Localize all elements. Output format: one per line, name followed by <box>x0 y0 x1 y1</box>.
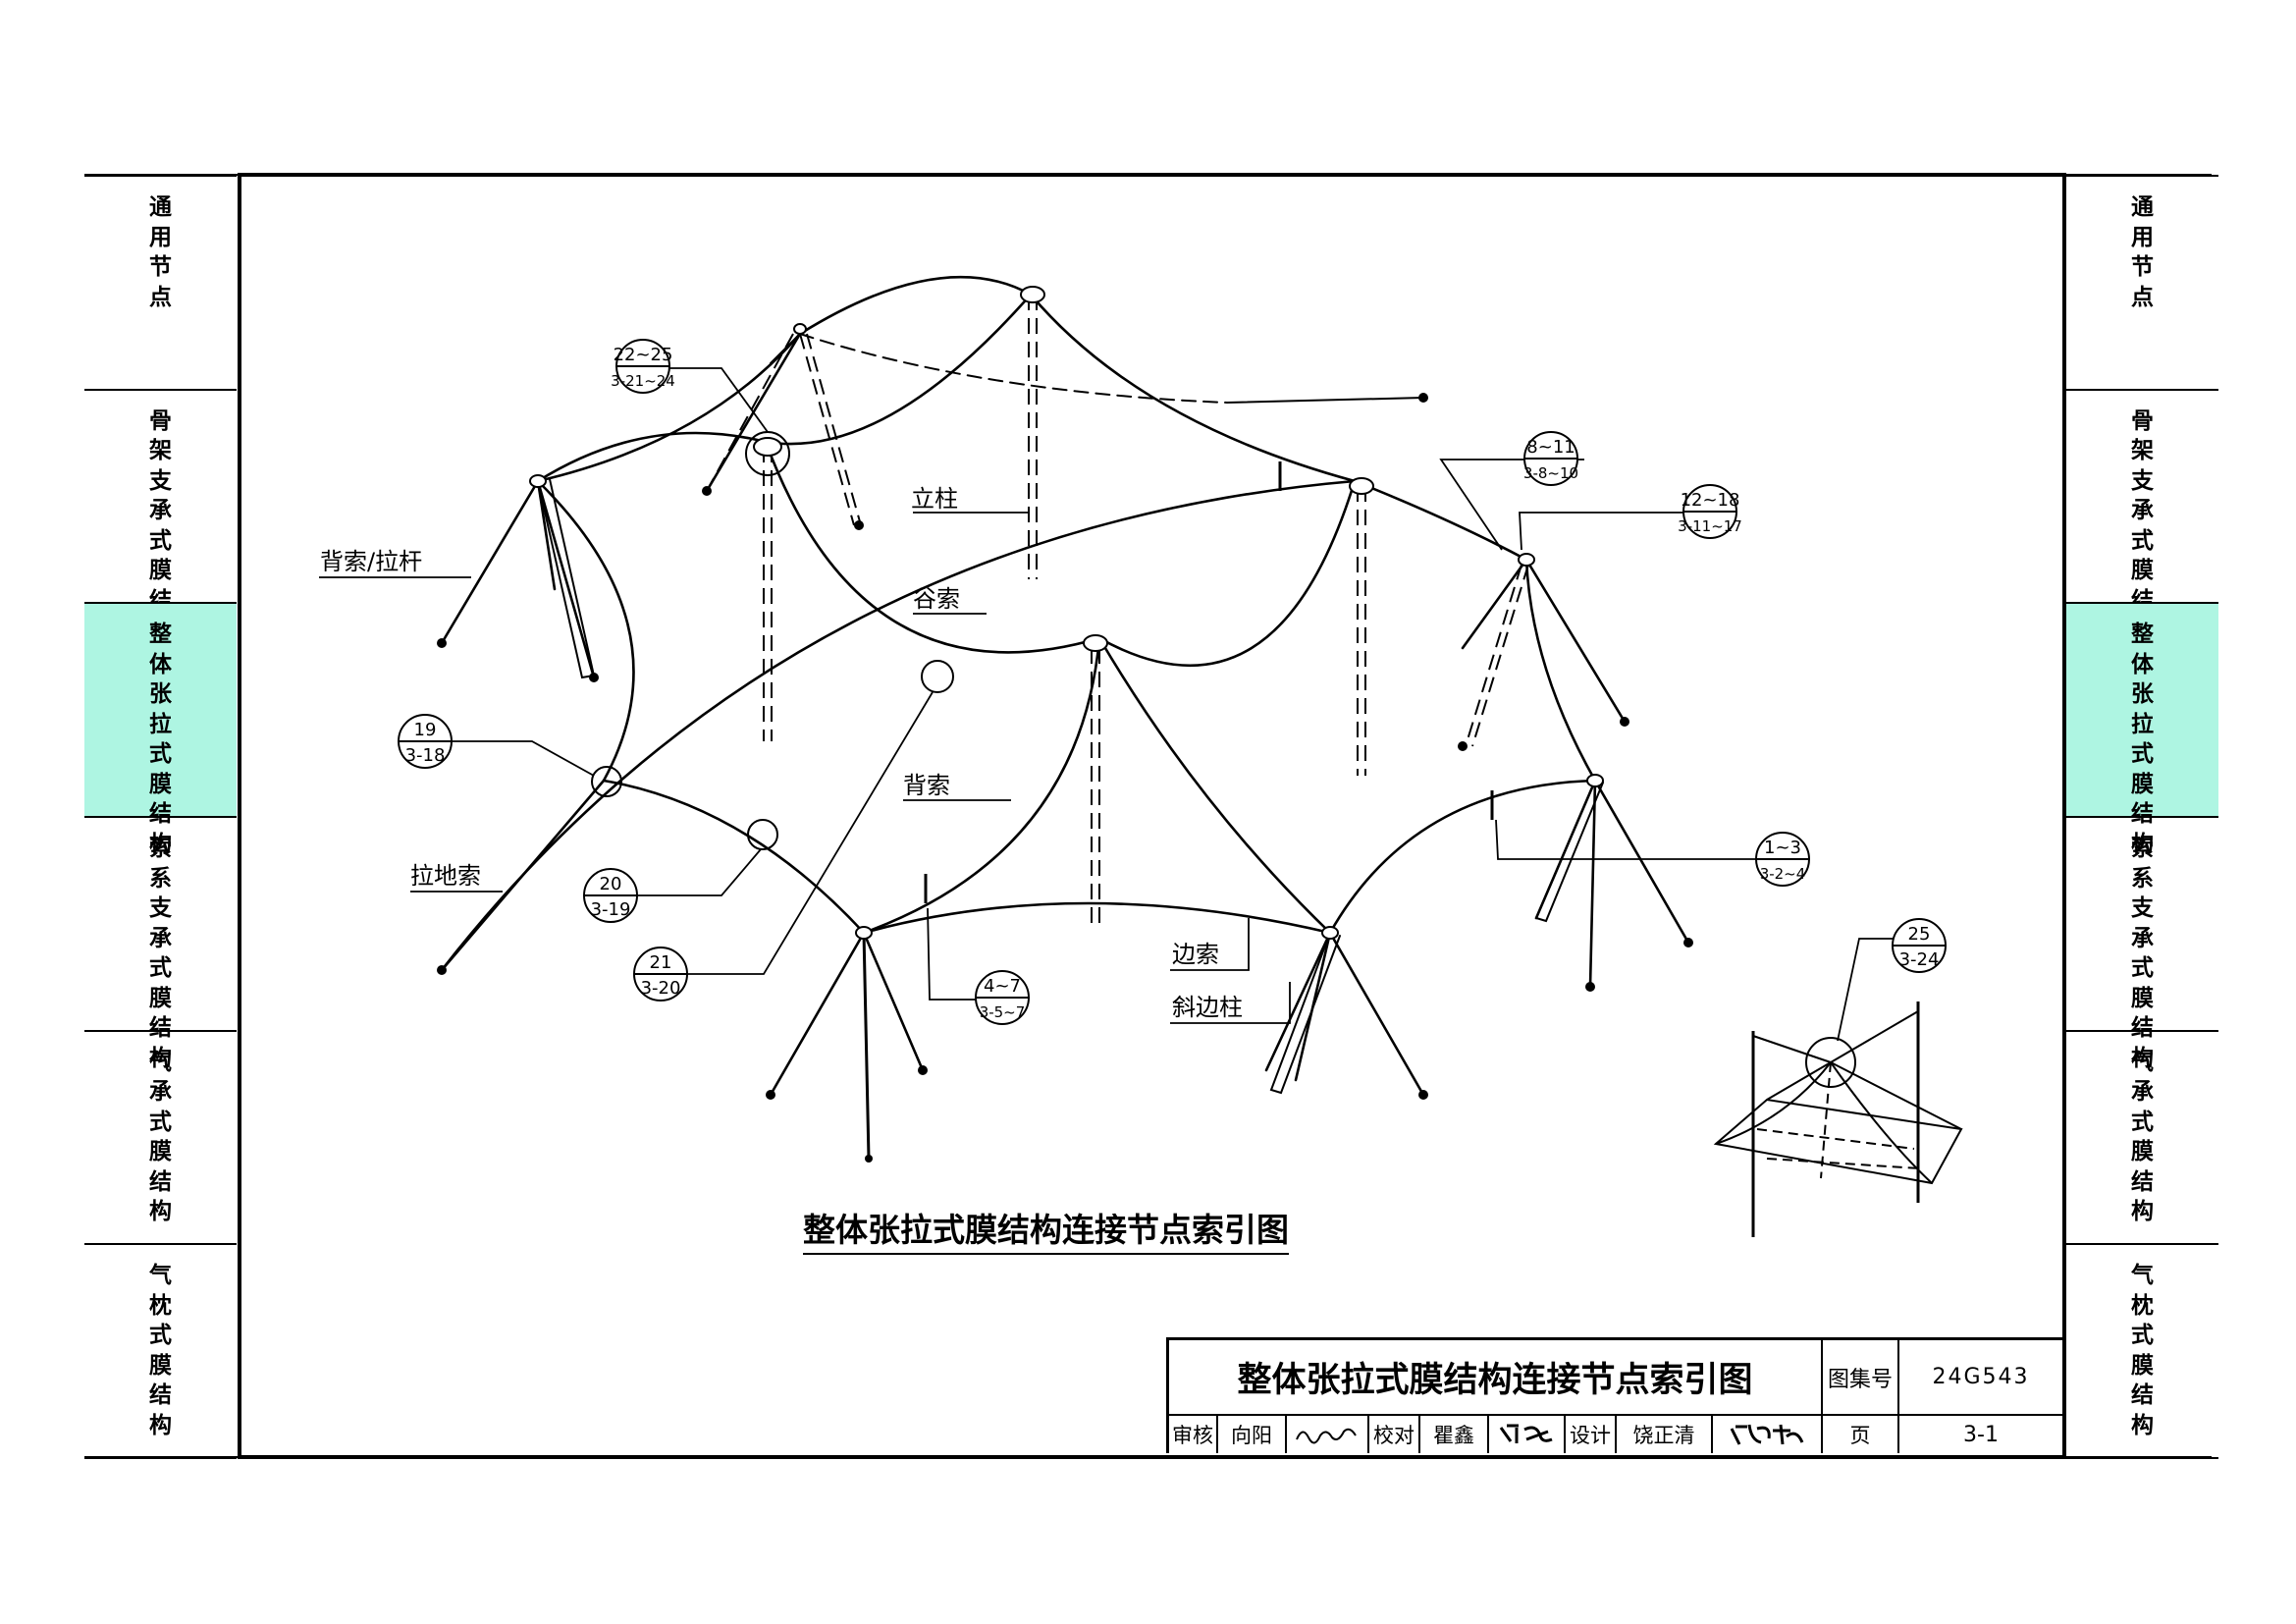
index-mark-25: 25 3-24 <box>1892 918 1947 973</box>
detail-circles <box>591 431 1856 1088</box>
index-mark-1-3: 1~3 3-2~4 <box>1755 832 1810 887</box>
index-mark-12-18: 12~18 3-11~17 <box>1678 484 1742 539</box>
title-block: 整体张拉式膜结构连接节点索引图 图集号 24G543 审核 向阳 校对 瞿鑫 设… <box>1166 1337 2062 1453</box>
index-marks: 22~25 3-21~24 8~11 3-8~10 12~18 3-11~17 … <box>398 339 1947 1025</box>
reviewer-signature-mark <box>1296 1428 1357 1444</box>
checker-signature <box>1489 1416 1566 1453</box>
side-tab-label: 骨架支承式膜结构 <box>149 407 172 644</box>
reviewer-name: 向阳 <box>1218 1416 1287 1453</box>
review-label: 审核 <box>1169 1416 1218 1453</box>
label-valley-cable: 谷索 <box>913 585 960 613</box>
side-tab-right-4[interactable]: 索系支承式膜结构 <box>2066 816 2218 1071</box>
checker-name: 瞿鑫 <box>1420 1416 1489 1453</box>
label-inclined-edge-column: 斜边柱 <box>1172 994 1243 1021</box>
page-number: 3-1 <box>1963 1422 1999 1447</box>
sheet-lines <box>84 173 2212 1459</box>
index-mark-4-7-bottom: 3-5~7 <box>980 1003 1026 1021</box>
index-mark-21: 21 3-20 <box>633 947 688 1001</box>
structure <box>440 275 1690 1161</box>
label-ground-cable: 拉地索 <box>410 862 481 890</box>
side-tab-right-6[interactable]: 气枕式膜结构 <box>2066 1243 2218 1457</box>
side-tab-label: 索系支承式膜结构 <box>149 836 172 1071</box>
index-mark-25-bottom: 3-24 <box>1899 949 1940 970</box>
index-mark-1-3-top: 1~3 <box>1764 838 1801 858</box>
index-mark-22-25-top: 22~25 <box>614 345 673 365</box>
index-mark-1-3-bottom: 3-2~4 <box>1760 865 1806 883</box>
index-mark-4-7: 4~7 3-5~7 <box>975 970 1030 1025</box>
left-tab-strip: 通用节点骨架支承式膜结构整体张拉式膜结构索系支承式膜结构气承式膜结构气枕式膜结构 <box>84 175 237 1459</box>
index-mark-20-bottom: 3-19 <box>591 899 631 920</box>
reviewer-signature <box>1287 1416 1369 1453</box>
side-tab-left-3[interactable]: 整体张拉式膜结构 <box>84 602 237 857</box>
side-tab-label: 整体张拉式膜结构 <box>149 622 172 857</box>
side-tab-left-6[interactable]: 气枕式膜结构 <box>84 1243 237 1457</box>
atlas-number: 24G543 <box>1899 1340 2062 1416</box>
right-tab-strip: 通用节点骨架支承式膜结构整体张拉式膜结构索系支承式膜结构气承式膜结构气枕式膜结构 <box>2066 175 2218 1459</box>
check-label: 校对 <box>1369 1416 1420 1453</box>
index-mark-21-bottom: 3-20 <box>641 978 681 999</box>
index-mark-19-top: 19 <box>414 720 437 740</box>
inset-umbrella-figure <box>1713 1001 1963 1237</box>
index-mark-8-11: 8~11 3-8~10 <box>1523 431 1578 486</box>
index-mark-25-top: 25 <box>1908 924 1931 945</box>
index-mark-22-25: 22~25 3-21~24 <box>611 339 675 394</box>
atlas-label: 图集号 <box>1823 1340 1899 1416</box>
label-back-cable-rod: 背索/拉杆 <box>320 548 422 575</box>
side-tab-label: 索系支承式膜结构 <box>2131 836 2154 1071</box>
index-mark-12-18-bottom: 3-11~17 <box>1678 517 1742 535</box>
index-mark-20-top: 20 <box>600 874 622 894</box>
masts <box>706 295 1529 928</box>
side-tab-label: 气枕式膜结构 <box>2131 1263 2154 1438</box>
designer-signature-mark <box>1730 1424 1804 1445</box>
leader-lines <box>319 367 1919 1042</box>
index-mark-19: 19 3-18 <box>398 714 453 769</box>
checker-signature-mark <box>1499 1424 1553 1443</box>
side-tab-label: 气承式膜结构 <box>2131 1049 2154 1225</box>
side-tab-right-3[interactable]: 整体张拉式膜结构 <box>2066 602 2218 857</box>
side-tab-label: 气枕式膜结构 <box>149 1263 172 1438</box>
cable-ticks <box>924 461 1494 903</box>
index-mark-20: 20 3-19 <box>583 868 638 923</box>
side-tab-left-2[interactable]: 骨架支承式膜结构 <box>84 388 237 643</box>
drawing-caption: 整体张拉式膜结构连接节点索引图 <box>803 1204 1289 1255</box>
label-edge-cable: 边索 <box>1172 941 1219 968</box>
index-mark-21-top: 21 <box>650 952 672 973</box>
design-label: 设计 <box>1566 1416 1617 1453</box>
index-mark-12-18-top: 12~18 <box>1681 490 1740 511</box>
side-tab-label: 整体张拉式膜结构 <box>2131 622 2154 857</box>
index-mark-22-25-bottom: 3-21~24 <box>611 372 675 390</box>
designer-name: 饶正清 <box>1617 1416 1713 1453</box>
label-column: 立柱 <box>911 485 958 513</box>
side-tab-label: 气承式膜结构 <box>149 1049 172 1225</box>
index-mark-19-bottom: 3-18 <box>405 745 446 766</box>
side-tab-label: 通用节点 <box>149 194 172 310</box>
side-tab-left-5[interactable]: 气承式膜结构 <box>84 1029 237 1244</box>
label-ridge-cable: 背索 <box>903 772 950 799</box>
page-label: 页 <box>1823 1416 1899 1453</box>
side-tab-label: 通用节点 <box>2131 194 2154 310</box>
side-tab-left-4[interactable]: 索系支承式膜结构 <box>84 816 237 1071</box>
index-mark-8-11-top: 8~11 <box>1526 437 1575 458</box>
component-labels: 立柱 背索/拉杆 谷索 背索 拉地索 边索 斜边柱 <box>320 485 1243 1021</box>
ground-anchors <box>437 393 1693 1163</box>
title-block-title: 整体张拉式膜结构连接节点索引图 <box>1169 1340 1823 1416</box>
designer-signature <box>1713 1416 1823 1453</box>
index-mark-4-7-top: 4~7 <box>984 976 1021 997</box>
side-tab-right-5[interactable]: 气承式膜结构 <box>2066 1029 2218 1244</box>
mast-heads <box>529 286 1604 940</box>
index-mark-8-11-bottom: 3-8~10 <box>1523 464 1578 482</box>
